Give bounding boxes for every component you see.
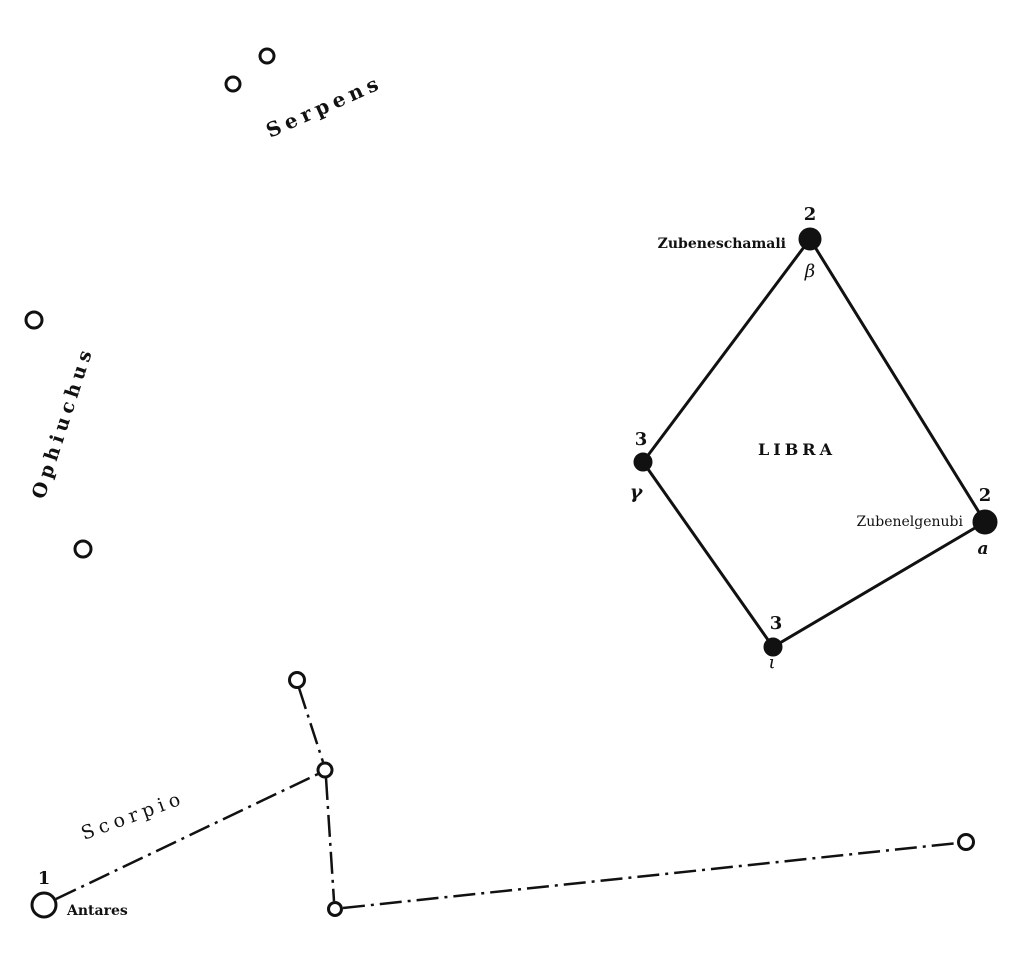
alpha-name: Zubenelgenubi xyxy=(857,514,964,530)
iota-letter: ι xyxy=(768,652,775,673)
star-alpha-librae xyxy=(972,509,998,535)
ophiuchus-star xyxy=(24,310,44,330)
serpens-star xyxy=(224,75,242,93)
scorpio-star xyxy=(327,901,343,917)
beta-magnitude: 2 xyxy=(804,204,817,225)
alpha-letter: a xyxy=(977,539,988,559)
ophiuchus-star xyxy=(73,539,93,559)
beta-letter: β xyxy=(804,261,815,282)
scorpio-star xyxy=(316,761,334,779)
alpha-magnitude: 2 xyxy=(979,485,992,506)
scorpio-star xyxy=(957,833,975,851)
star-iota-librae xyxy=(763,637,783,657)
scorpio-line xyxy=(342,841,959,910)
serpens-star xyxy=(258,47,276,65)
scorpio-line xyxy=(297,687,325,763)
scorpio-line xyxy=(324,777,336,902)
ophiuchus-label: Ophiuchus xyxy=(28,343,98,502)
gamma-letter: γ xyxy=(630,481,644,503)
iota-magnitude: 3 xyxy=(770,613,783,634)
beta-name: Zubeneschamali xyxy=(658,236,786,252)
serpens-label: Serpens xyxy=(262,70,386,143)
scorpio-line xyxy=(55,772,319,901)
scorpio-star xyxy=(288,671,306,689)
gamma-magnitude: 3 xyxy=(635,429,648,450)
star-beta-librae xyxy=(798,227,822,251)
scorpio-label: Scorpio xyxy=(78,787,188,845)
libra-label: LIBRA xyxy=(758,440,836,459)
antares-name: Antares xyxy=(66,903,128,919)
star-gamma-librae xyxy=(633,452,653,472)
star-antares xyxy=(30,891,58,919)
antares-magnitude: 1 xyxy=(38,868,51,889)
